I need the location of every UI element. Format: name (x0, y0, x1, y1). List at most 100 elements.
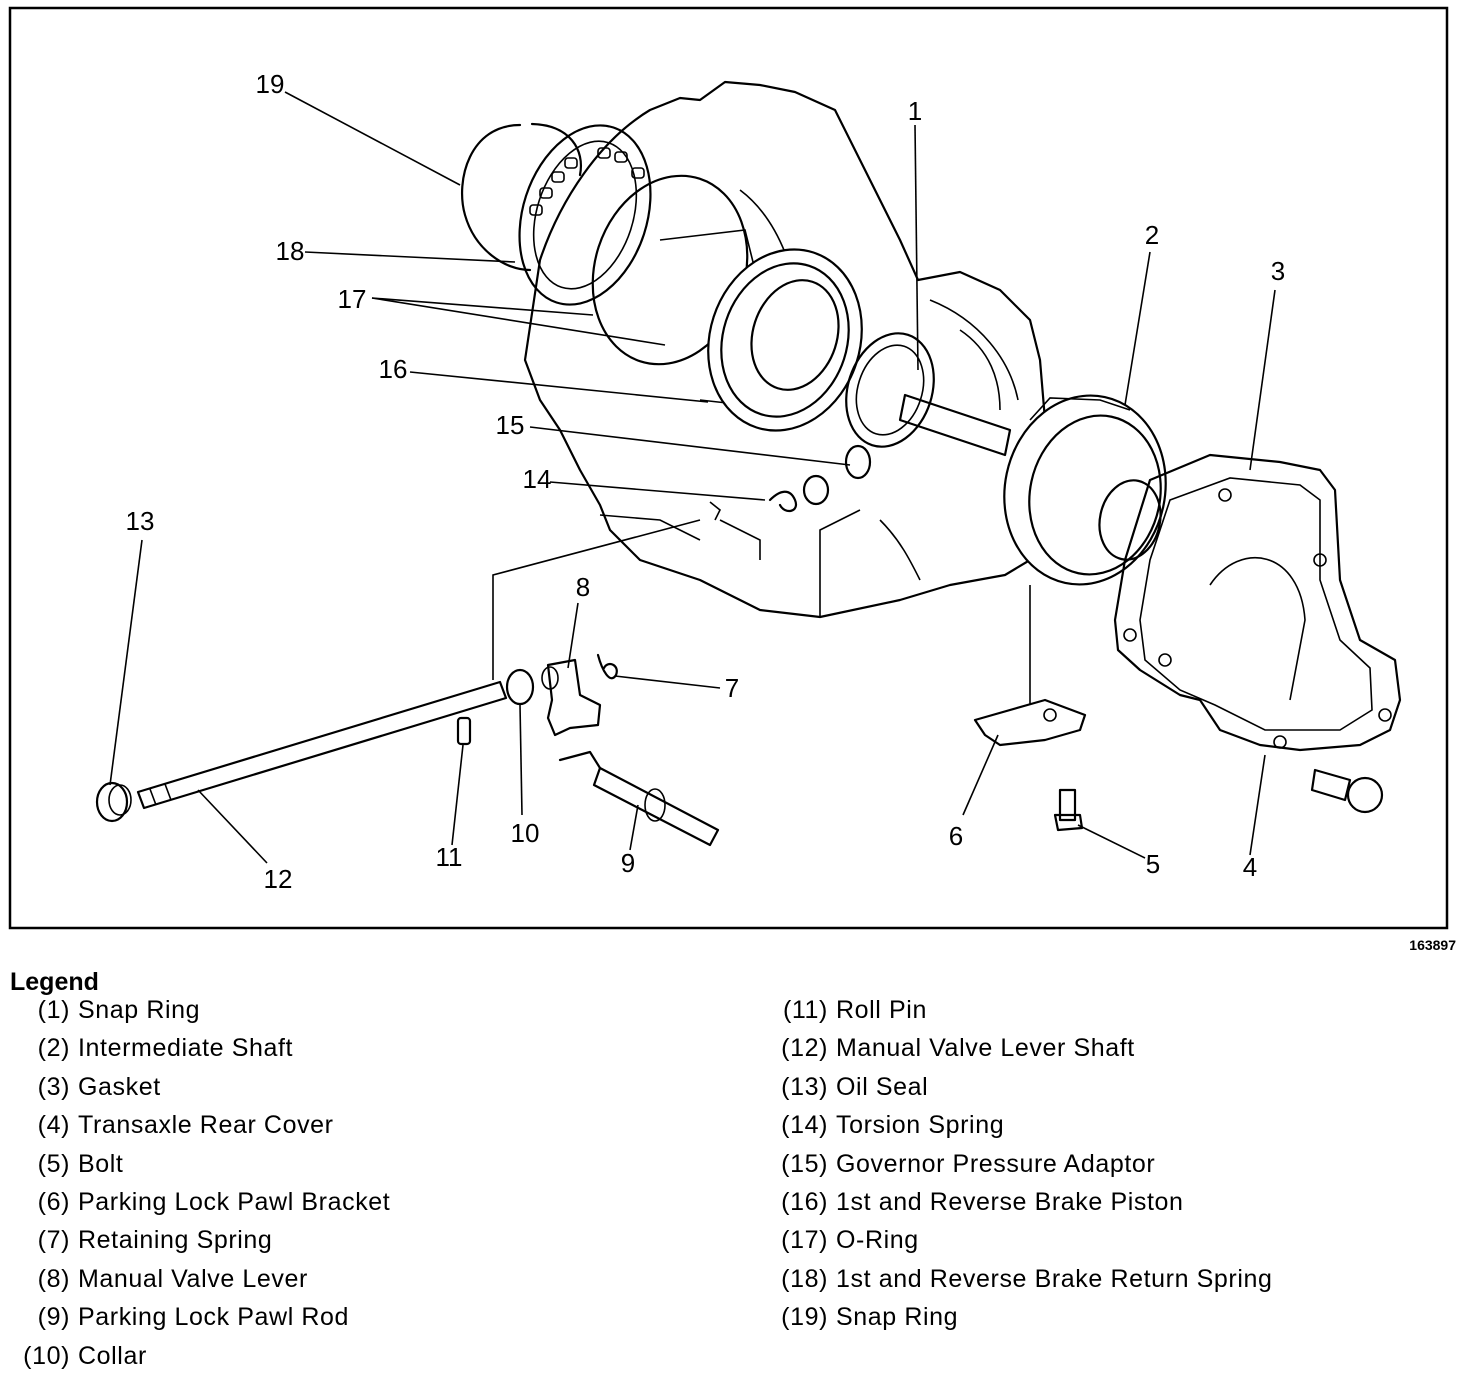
legend-item-number: (3) (37, 1072, 70, 1101)
legend-item: (3) Gasket (10, 1073, 390, 1111)
legend-item: (12) Manual Valve Lever Shaft (768, 1034, 1273, 1072)
legend-item-number: (14) (781, 1111, 828, 1140)
bolt-5 (1053, 788, 1084, 832)
legend-item: (1) Snap Ring (10, 996, 390, 1034)
callout-7: 7 (725, 673, 739, 703)
legend-item-number: (9) (37, 1303, 70, 1332)
callout-1: 1 (908, 96, 922, 126)
legend-item-label: Snap Ring (836, 1303, 959, 1332)
legend-item-label: Manual Valve Lever Shaft (836, 1034, 1135, 1063)
legend-column-left: (1) Snap Ring (2) Intermediate Shaft (3) Ga… (10, 996, 390, 1380)
legend-item-number: (11) (782, 996, 828, 1024)
callout-9: 9 (621, 848, 635, 878)
leader-lines (109, 91, 1276, 864)
legend-item-number: (1) (37, 996, 70, 1024)
legend-item-label: Governor Pressure Adaptor (836, 1149, 1156, 1178)
callout-12: 12 (264, 864, 293, 894)
legend-item-number: (17) (781, 1226, 828, 1255)
legend-item: (13) Oil Seal (768, 1073, 1273, 1111)
assembly-lines (492, 501, 1031, 705)
legend-item-number: (19) (781, 1303, 828, 1332)
legend-item-label: Gasket (78, 1072, 161, 1101)
manual-valve-lever-shaft-12 (136, 680, 508, 810)
legend-item: (10) Collar (10, 1342, 390, 1380)
legend-item-number: (4) (37, 1111, 70, 1140)
legend-item-label: O-Ring (836, 1226, 919, 1255)
figure-frame (8, 6, 1449, 930)
legend-item-number: (8) (37, 1264, 70, 1293)
legend-item-number: (16) (781, 1187, 828, 1216)
parking-lock-pawl-rod-9 (558, 750, 720, 847)
legend-item-number: (13) (781, 1072, 828, 1101)
legend-item: (7) Retaining Spring (10, 1226, 390, 1264)
exploded-view-drawing: 1 2 3 4 5 6 7 8 9 10 11 12 13 14 15 16 1… (8, 6, 1456, 953)
legend-item-label: Bolt (78, 1149, 124, 1178)
legend-item-label: 1st and Reverse Brake Piston (836, 1187, 1184, 1216)
legend-item-label: Roll Pin (836, 996, 927, 1024)
legend-item: (5) Bolt (10, 1150, 390, 1188)
legend-item: (6) Parking Lock Pawl Bracket (10, 1188, 390, 1226)
roll-pin-11 (456, 716, 472, 746)
retaining-spring-7 (596, 653, 618, 680)
legend-item: (4) Transaxle Rear Cover (10, 1111, 390, 1149)
legend-item-label: Retaining Spring (78, 1226, 273, 1255)
callout-4: 4 (1243, 852, 1257, 882)
exploded-view-figure: 1 2 3 4 5 6 7 8 9 10 11 12 13 14 15 16 1… (8, 6, 1456, 953)
callout-8: 8 (576, 572, 590, 602)
legend-item-number: (7) (37, 1226, 70, 1255)
legend-item-label: Torsion Spring (836, 1111, 1005, 1140)
legend-title: Legend (10, 968, 99, 996)
callout-14: 14 (523, 464, 552, 494)
legend-item: (16) 1st and Reverse Brake Piston (768, 1188, 1273, 1226)
legend-item-number: (15) (781, 1149, 828, 1178)
intermediate-shaft-2 (898, 393, 1167, 586)
callout-10: 10 (511, 818, 540, 848)
legend-item-number: (5) (37, 1149, 70, 1178)
legend-item-label: Oil Seal (836, 1072, 929, 1101)
oil-seal-13 (95, 781, 132, 823)
legend-item-number: (2) (37, 1034, 70, 1063)
callout-13: 13 (126, 506, 155, 536)
callout-3: 3 (1271, 256, 1285, 286)
legend-item-label: 1st and Reverse Brake Return Spring (836, 1264, 1273, 1293)
legend-item: (19) Snap Ring (768, 1303, 1273, 1341)
callout-17: 17 (338, 284, 367, 314)
legend-item: (15) Governor Pressure Adaptor (768, 1150, 1273, 1188)
bolt-extra (1310, 768, 1384, 814)
legend-item: (11) Roll Pin (768, 996, 1273, 1034)
legend-item-label: Transaxle Rear Cover (78, 1111, 334, 1140)
legend-item: (9)Parking Lock Pawl Rod (10, 1303, 390, 1341)
parking-lock-pawl-bracket-6 (973, 698, 1087, 747)
legend-item: (18) 1st and Reverse Brake Return Spring (768, 1265, 1273, 1303)
legend-item: (17) O-Ring (768, 1226, 1273, 1264)
return-spring-18 (518, 124, 652, 306)
governor-pressure-adaptor-15 (802, 444, 872, 506)
legend-item: (2) Intermediate Shaft (10, 1034, 390, 1072)
legend-item-label: Manual Valve Lever (78, 1264, 308, 1293)
legend-item-number: (12) (781, 1034, 828, 1063)
callout-15: 15 (496, 410, 525, 440)
manual-valve-lever-8 (541, 658, 602, 737)
callout-5: 5 (1146, 849, 1160, 879)
legend-item-label: Collar (78, 1341, 147, 1370)
legend-item-number: (10) (23, 1341, 70, 1370)
callout-16: 16 (379, 354, 408, 384)
collar-10 (505, 668, 535, 706)
legend-item-label: Parking Lock Pawl Bracket (78, 1187, 391, 1216)
legend-item-label: Snap Ring (78, 996, 201, 1024)
callout-19: 19 (256, 69, 285, 99)
transaxle-case (523, 80, 1052, 619)
legend-item-number: (18) (781, 1264, 828, 1293)
legend-column-right: (11) Roll Pin (12) Manual Valve Lever Shaf… (768, 996, 1273, 1342)
callout-18: 18 (276, 236, 305, 266)
callout-11: 11 (436, 842, 463, 872)
figure-id: 163897 (1409, 937, 1456, 953)
snap-ring-19 (461, 122, 582, 272)
callout-labels: 1 2 3 4 5 6 7 8 9 10 11 12 13 14 15 16 1… (126, 69, 1286, 894)
legend-item-number: (6) (37, 1187, 70, 1216)
torsion-spring-14 (768, 490, 798, 513)
legend-item: (8) Manual Valve Lever (10, 1265, 390, 1303)
legend-item-label: Intermediate Shaft (78, 1034, 294, 1063)
callout-2: 2 (1145, 220, 1159, 250)
callout-6: 6 (949, 821, 963, 851)
